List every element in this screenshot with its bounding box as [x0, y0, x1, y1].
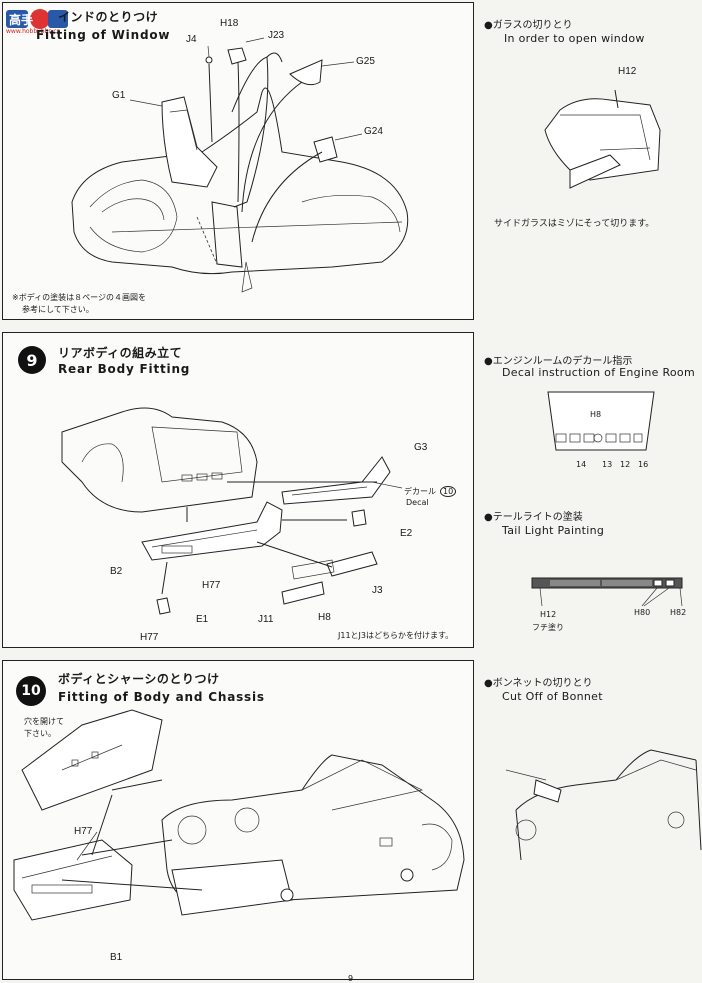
- step10-hole-line1: 穴を開けて: [24, 717, 64, 726]
- step9-title-en: Rear Body Fitting: [58, 362, 191, 376]
- step9-title-jp: リアボディの組み立て: [58, 346, 183, 360]
- watermark-url: www.hobbybbs.cn: [6, 28, 61, 35]
- tail-light-mid-part: H80: [634, 608, 651, 617]
- label-e2: E2: [400, 528, 413, 539]
- step9-diagram: [61, 407, 403, 615]
- watermark-logo: 高手 www.hobbybbs.cn: [4, 6, 70, 36]
- label-e1: E1: [196, 614, 209, 625]
- side-window-title-jp: ●ガラスの切りとり: [484, 20, 573, 31]
- label-decal-jp: デカール: [404, 487, 436, 496]
- logo-graphic: [6, 9, 68, 29]
- bonnet-title-jp: ●ボンネットの切りとり: [484, 678, 593, 689]
- step10-panel: [2, 660, 474, 980]
- tail-light-left-note: フチ塗り: [532, 623, 564, 632]
- label-g24: G24: [364, 126, 383, 137]
- step10-number-badge: 10: [16, 676, 46, 706]
- step8-title-jp: インドのとりつけ: [58, 10, 159, 24]
- bonnet-title-en: Cut Off of Bonnet: [502, 690, 603, 703]
- label-h77-a: H77: [202, 580, 221, 591]
- tail-light-right-part: H82: [670, 608, 687, 617]
- label-g3: G3: [414, 442, 428, 453]
- label-decal-num: 10: [440, 486, 457, 497]
- step8-diagram: [71, 37, 409, 293]
- label-j4: J4: [186, 34, 197, 45]
- engine-decal-part: H8: [590, 410, 602, 419]
- step10-title-en: Fitting of Body and Chassis: [58, 690, 265, 704]
- side-window-caption: サイドガラスはミゾにそって切ります。: [494, 219, 655, 229]
- step8-note-line2: 参考にして下さい。: [22, 305, 94, 314]
- label-h8: H8: [318, 612, 331, 623]
- engine-decal-num-16: 16: [638, 460, 649, 469]
- tail-light-title-en: Tail Light Painting: [502, 524, 605, 537]
- label-j3: J3: [372, 585, 383, 596]
- label-j23: J23: [268, 30, 285, 41]
- step10-diagram: [13, 709, 465, 921]
- label-h77-step10: H77: [74, 826, 93, 837]
- label-b1: B1: [110, 952, 123, 963]
- side-window-diagram: [544, 89, 661, 189]
- engine-decal-title-en: Decal instruction of Engine Room: [502, 366, 695, 379]
- engine-decal-title-jp: ●エンジンルームのデカール指示: [484, 356, 633, 367]
- step9-panel: [2, 332, 474, 648]
- step8-note-line1: ※ボディの塗装は８ページの４画図を: [12, 293, 146, 302]
- label-h77-b: H77: [140, 632, 159, 643]
- watermark-text: 高手: [9, 13, 34, 27]
- step9-note: J11とJ3はどちらかを付けます。: [338, 631, 454, 640]
- engine-decal-num-14: 14: [576, 460, 587, 469]
- tail-light-diagram: [531, 577, 683, 607]
- step8-title-en: Fitting of Window: [36, 28, 171, 42]
- bonnet-diagram: [505, 749, 702, 861]
- side-window-part: H12: [618, 66, 637, 77]
- side-window-title-en: In order to open window: [504, 32, 645, 45]
- label-h18: H18: [220, 18, 239, 29]
- page-number: 9: [348, 974, 354, 983]
- engine-decal-num-12: 12: [620, 460, 631, 469]
- label-g1: G1: [112, 90, 126, 101]
- tail-light-left-part: H12: [540, 610, 557, 619]
- engine-decal-num-13: 13: [602, 460, 613, 469]
- step10-title-jp: ボディとシャーシのとりつけ: [58, 672, 220, 686]
- label-g25: G25: [356, 56, 375, 67]
- step10-hole-line2: 下さい。: [24, 729, 56, 738]
- label-b2: B2: [110, 566, 123, 577]
- engine-decal-diagram: [547, 391, 655, 451]
- label-j11: J11: [258, 614, 274, 625]
- tail-light-title-jp: ●テールライトの塗装: [484, 512, 583, 523]
- step9-number-badge: 9: [18, 346, 46, 374]
- label-decal-en: Decal: [406, 498, 429, 507]
